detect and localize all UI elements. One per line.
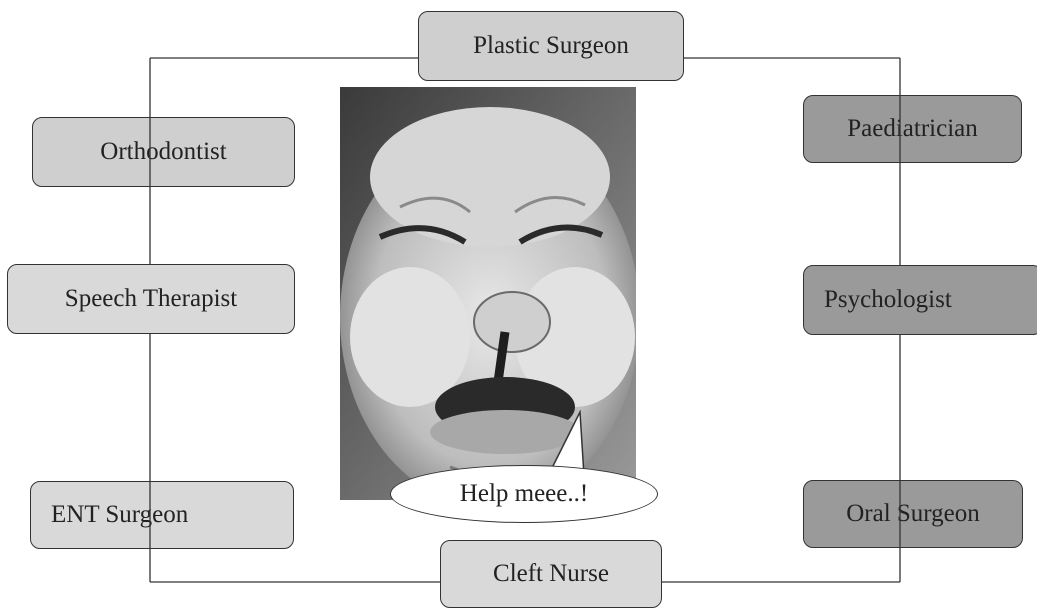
speech-bubble-text: Help meee..! xyxy=(460,480,588,508)
speech-bubble: Help meee..! xyxy=(390,465,658,523)
